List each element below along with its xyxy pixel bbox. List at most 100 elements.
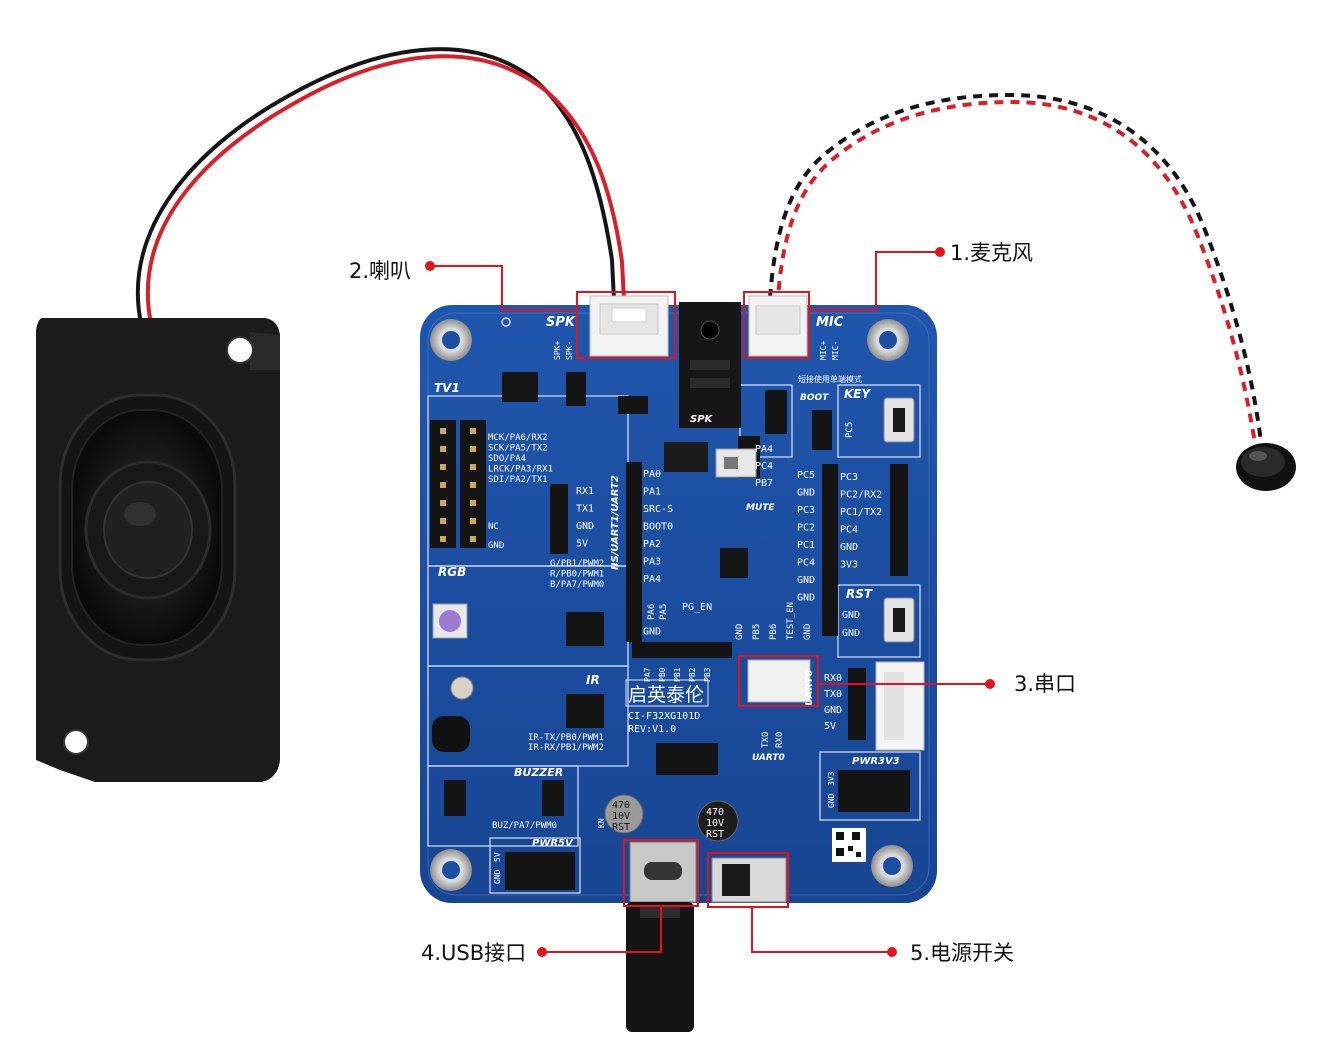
uart0-vert-label: TX0 bbox=[761, 732, 771, 748]
ir-pin-label: IR-RX/PB1/PWM2 bbox=[528, 743, 604, 753]
right-pin-label: GND bbox=[797, 593, 815, 604]
mic-pin-label: MIC- bbox=[831, 341, 840, 360]
pwr5v-pin-label: 5V bbox=[493, 852, 502, 862]
pwr5v-section-label: PWR5V bbox=[532, 838, 574, 849]
rgb-pin-label: B/PA7/PWM0 bbox=[550, 580, 604, 590]
bottom-pin-label: PB5 bbox=[752, 624, 762, 640]
mid-pin-label: PA4 bbox=[643, 574, 661, 585]
svg-text:10V: 10V bbox=[706, 818, 724, 829]
single-end-note: 短接使用单端模式 bbox=[798, 374, 862, 384]
spk-jack-label: SPK bbox=[690, 414, 714, 425]
uart0-side-label: UART0 bbox=[804, 670, 815, 706]
kn-label: KN bbox=[597, 818, 606, 828]
rst-pin-label: GND bbox=[842, 610, 860, 621]
mic-section-label: MIC bbox=[816, 315, 844, 330]
callout-uart-label: 3.串口 bbox=[1014, 672, 1077, 696]
pwr5v-pin-label: GND bbox=[493, 869, 502, 884]
uart0-pin-label: GND bbox=[824, 705, 842, 716]
buzzer-pin-label: BUZ/PA7/PWM0 bbox=[492, 821, 557, 831]
uart1-pin-label: 5V bbox=[576, 539, 588, 550]
uart0-bottom-label: UART0 bbox=[752, 753, 785, 763]
row-pin-label: PB3 bbox=[703, 667, 712, 682]
pg-en-label: PG_EN bbox=[682, 602, 712, 613]
rgb-pin-label: G/PB1/PWM2 bbox=[550, 559, 604, 569]
ir-section-label: IR bbox=[586, 673, 600, 687]
pcb-board: 470 10V RST 470 10V RST bbox=[420, 295, 937, 903]
row-pin-label: PB1 bbox=[673, 667, 682, 682]
uart0-pin-label: RX0 bbox=[824, 673, 842, 684]
mid-pin-label: PA1 bbox=[643, 487, 661, 498]
right-pin-label: PC3 bbox=[797, 505, 815, 516]
row-pin-label: PA7 bbox=[643, 667, 652, 682]
uart1-pin-label: TX1 bbox=[576, 504, 594, 515]
callout-markers bbox=[430, 251, 990, 953]
mute-section-label: MUTE bbox=[746, 503, 775, 513]
key-header-pin-label: PC3 bbox=[840, 472, 858, 483]
pwr3v3-pin-label: 3V3 bbox=[827, 771, 836, 786]
mid-pin-label: PA2 bbox=[643, 539, 661, 550]
mute-pin-label: PA4 bbox=[755, 444, 773, 455]
speaker-wire bbox=[135, 47, 626, 320]
iis-uart-label: IIS/UART1/UART2 bbox=[610, 475, 621, 570]
bottom-pin-label: GND bbox=[803, 624, 813, 640]
uart1-pin-label: GND bbox=[576, 521, 594, 532]
uart0-vert-label: RX0 bbox=[775, 732, 785, 748]
right-pin-label: GND bbox=[797, 575, 815, 586]
spk-pin-label: SPK+ bbox=[553, 341, 562, 360]
spk-section-label: SPK bbox=[546, 315, 576, 330]
mute-pin-label: PC4 bbox=[755, 461, 773, 472]
svg-text:RST: RST bbox=[612, 822, 630, 833]
right-pin-label: PC2 bbox=[797, 523, 815, 534]
ir-pin-label: IR-TX/PB0/PWM1 bbox=[528, 733, 604, 743]
bottom-pin-label: TEST_EN bbox=[786, 602, 796, 640]
microphone-capsule bbox=[1236, 443, 1296, 491]
right-pin-label: GND bbox=[797, 488, 815, 499]
spk-pin-label: SPK- bbox=[565, 341, 574, 360]
mid-pin-label: GND bbox=[643, 627, 661, 638]
board-model: CI-F32XG101D bbox=[628, 711, 700, 722]
boot-section-label: BOOT bbox=[800, 393, 829, 403]
uart1-pin-label: RX1 bbox=[576, 486, 594, 497]
tv1-pin-label: GND bbox=[488, 541, 504, 551]
svg-text:10V: 10V bbox=[612, 811, 630, 822]
callout-microphone-label: 1.麦克风 bbox=[950, 241, 1034, 265]
callout-usb-label: 4.USB接口 bbox=[421, 941, 527, 965]
tv1-pin-label: NC bbox=[488, 522, 499, 532]
mute-pin-label: PB7 bbox=[755, 478, 773, 489]
key-header-pin-label: PC2/RX2 bbox=[840, 490, 882, 501]
mic-pin-label: MIC+ bbox=[819, 341, 828, 360]
right-pin-label: PC1 bbox=[797, 540, 815, 551]
mid-pin-label: PA3 bbox=[643, 557, 661, 568]
key-pin-label: PC5 bbox=[845, 422, 855, 438]
rst-section-label: RST bbox=[846, 587, 873, 601]
mid-pin-label: PA5 bbox=[659, 604, 669, 620]
buzzer-section-label: BUZZER bbox=[514, 766, 563, 779]
uart0-pin-label: 5V bbox=[824, 721, 836, 732]
mid-pin-label: PA6 bbox=[647, 604, 657, 620]
brand-frame bbox=[625, 679, 709, 707]
uart0-pin-label: TX0 bbox=[824, 689, 842, 700]
cap1-text: 470 bbox=[612, 800, 630, 811]
mid-pin-label: SRC-S bbox=[643, 504, 673, 515]
mid-pin-label: BOOT0 bbox=[643, 522, 673, 533]
tv1-pin-label: MCK/PA6/RX2 bbox=[488, 433, 548, 443]
svg-text:RST: RST bbox=[706, 829, 724, 840]
tv1-pin-label: SDI/PA2/TX1 bbox=[488, 475, 548, 485]
callout-dots bbox=[425, 247, 995, 957]
key-header-pin-label: GND bbox=[840, 542, 858, 553]
tv1-pin-label: LRCK/PA3/RX1 bbox=[488, 465, 553, 475]
brand-name: 启英泰伦 bbox=[628, 684, 704, 706]
bottom-pin-label: PB6 bbox=[769, 624, 779, 640]
key-header-pin-label: PC4 bbox=[840, 525, 858, 536]
pwr3v3-pin-label: GND bbox=[827, 793, 836, 808]
svg-text:470: 470 bbox=[706, 807, 724, 818]
callout-speaker-label: 2.喇叭 bbox=[349, 259, 412, 283]
callout-power-switch-label: 5.电源开关 bbox=[910, 941, 1015, 965]
pwr3v3-section-label: PWR3V3 bbox=[852, 756, 900, 767]
right-pin-label: PC5 bbox=[797, 470, 815, 481]
mid-pin-label: PA0 bbox=[643, 469, 661, 480]
row-pin-label: PB2 bbox=[688, 667, 697, 682]
